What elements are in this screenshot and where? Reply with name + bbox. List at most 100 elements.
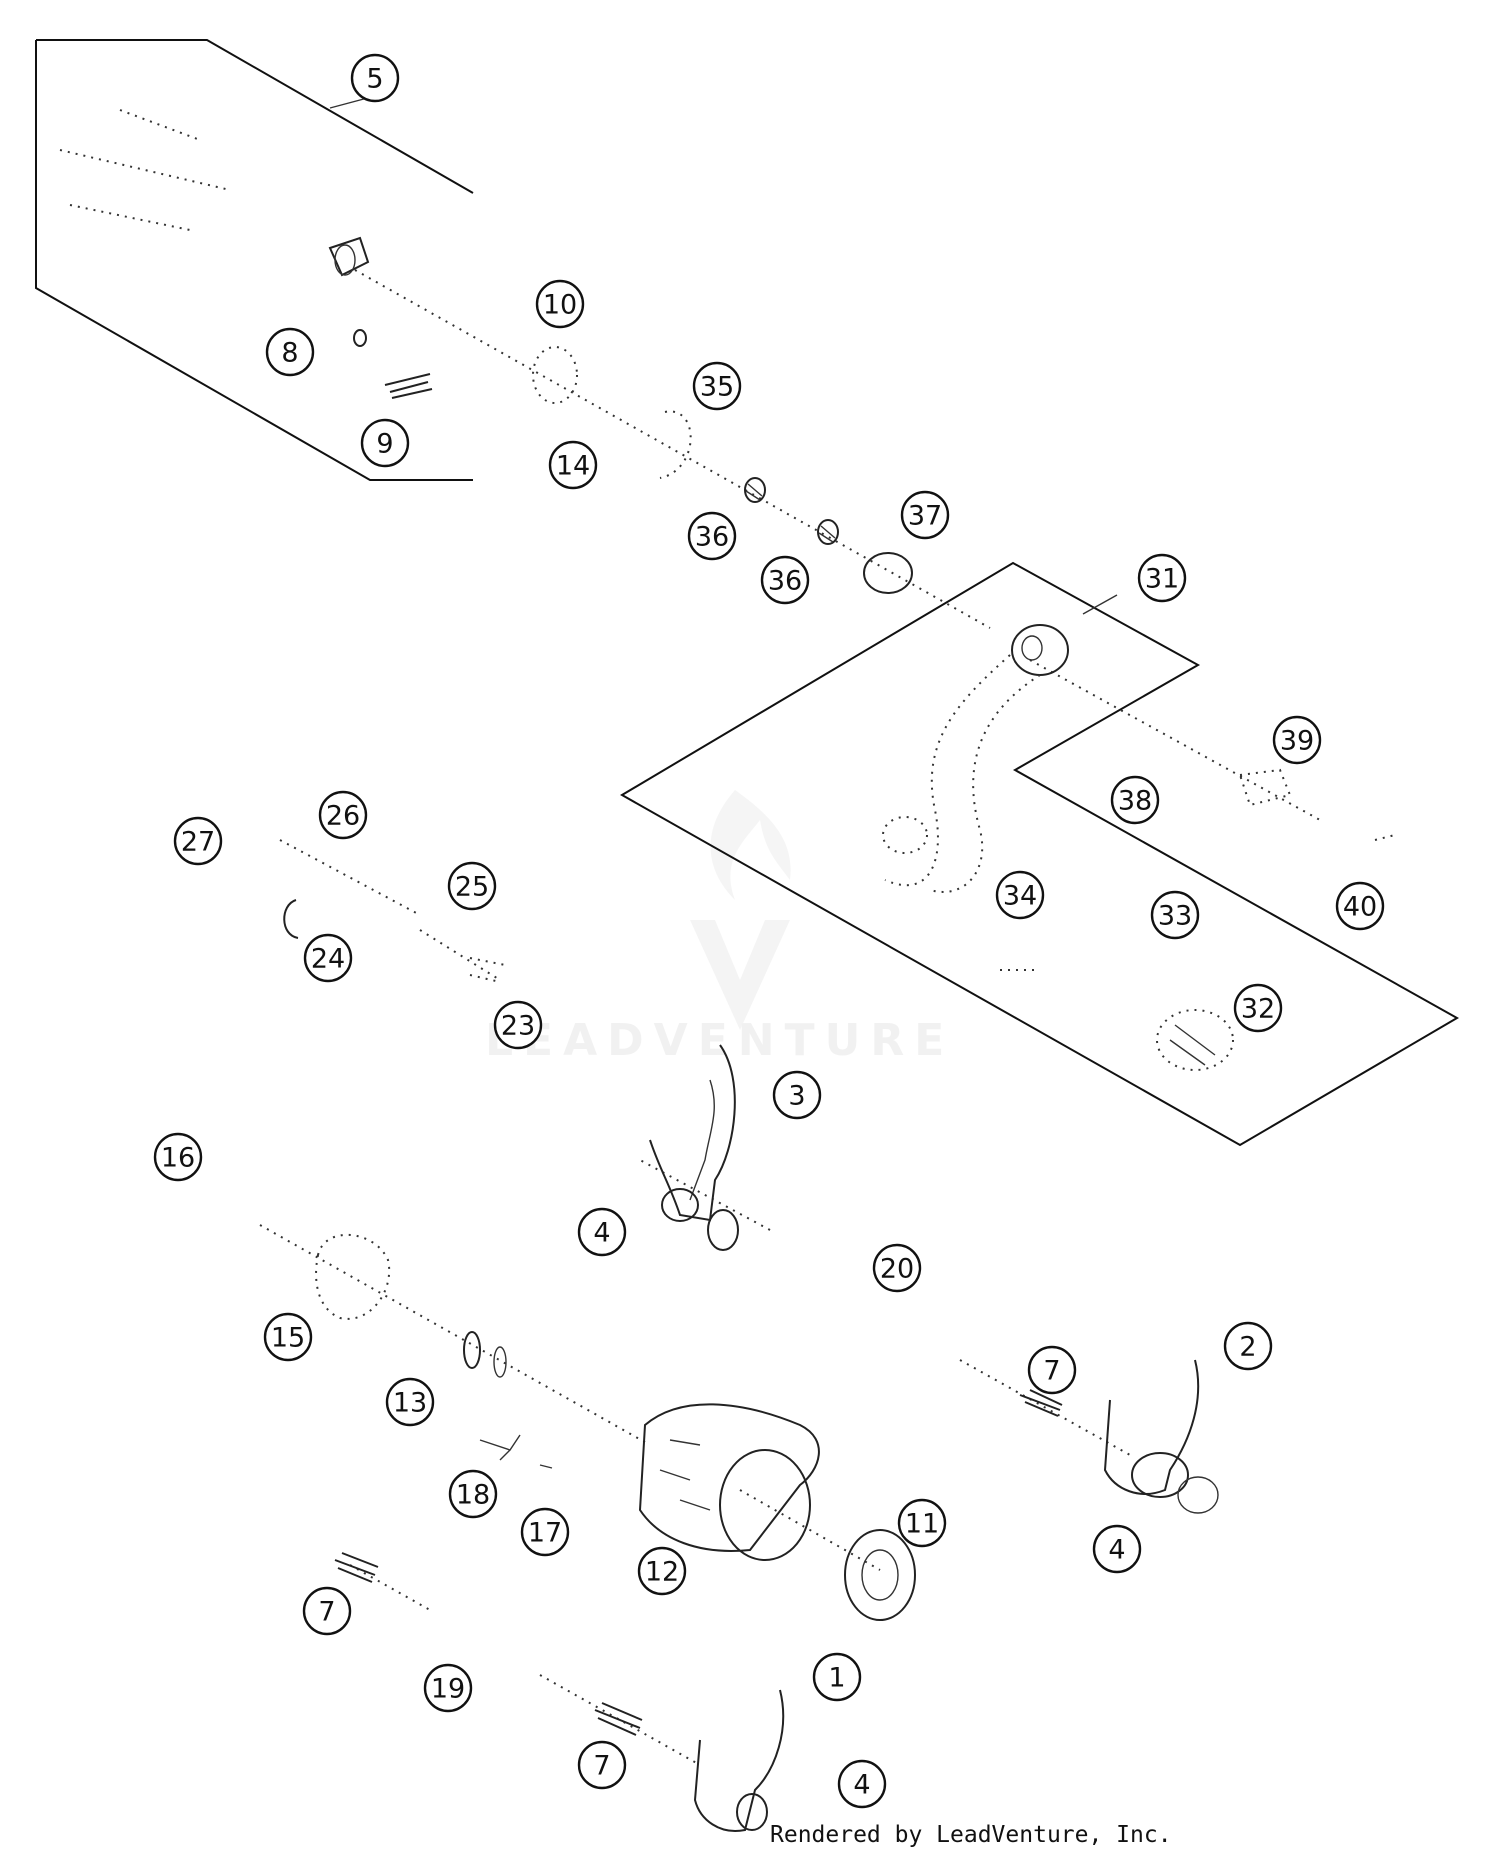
callout-7-a-label: 7 [1043,1356,1060,1387]
callout-35-label: 35 [700,372,734,403]
callout-37: 37 [900,490,950,540]
callout-33: 33 [1150,890,1200,940]
callout-4-c-label: 4 [853,1770,870,1801]
axis-lines [259,269,1321,1766]
part-2-shift-fork [1103,1359,1219,1514]
part-35-seal [659,410,692,479]
part-23-bolt [469,957,506,983]
part-18-locator [479,1434,521,1461]
callout-2: 2 [1223,1321,1273,1371]
callout-1-label: 1 [828,1663,845,1694]
callout-7-b-label: 7 [318,1597,335,1628]
callout-9: 9 [360,418,410,468]
callout-11: 11 [897,1498,947,1548]
callout-38-label: 38 [1118,786,1152,817]
callout-20-label: 20 [880,1254,914,1285]
part-7-spring-a [1019,1389,1063,1417]
callout-38: 38 [1110,775,1160,825]
callout-25-label: 25 [455,872,489,903]
callout-32: 32 [1233,983,1283,1033]
part-5-shaft-end [59,109,370,277]
callout-13: 13 [385,1377,435,1427]
callout-27-label: 27 [181,827,215,858]
credit-text: Rendered by LeadVenture, Inc. [770,1822,1172,1848]
callout-34-label: 34 [1003,881,1037,912]
assembly-frame-5 [35,39,474,481]
callout-8: 8 [265,327,315,377]
part-8-ball [353,329,367,347]
callout-31: 31 [1137,553,1187,603]
assembly-frame-31 [620,561,1460,1147]
part-1-shift-fork [693,1689,785,1832]
callout-40: 40 [1335,881,1385,931]
callout-20: 20 [872,1243,922,1293]
callout-9-label: 9 [376,429,393,460]
part-40-pin [1374,834,1396,841]
callout-14: 14 [548,440,598,490]
callout-40-label: 40 [1343,892,1377,923]
callout-13-label: 13 [393,1388,427,1419]
part-7-spring-b [334,1552,379,1583]
callout-4-a: 4 [577,1207,627,1257]
callout-12-label: 12 [645,1557,679,1588]
part-32-pedal-pad [1156,1009,1234,1071]
callout-34: 34 [995,870,1045,920]
part-37-o-ring [863,552,913,594]
callout-15: 15 [263,1312,313,1362]
callout-11-label: 11 [905,1509,939,1540]
part-11-bearing [844,1529,916,1621]
callout-36-a: 36 [687,511,737,561]
callout-17: 17 [520,1507,570,1557]
callout-35: 35 [692,361,742,411]
part-10-washer [532,346,578,404]
callout-27: 27 [173,816,223,866]
callout-36-b-label: 36 [768,566,802,597]
callout-4-a-label: 4 [593,1218,610,1249]
part-7-spring-c [594,1702,643,1736]
part-36-shim-a [744,477,766,503]
part-9-spring [384,373,433,399]
callout-23: 23 [493,1000,543,1050]
watermark-logo: LEADVENTURE [485,790,954,1066]
callout-7-a: 7 [1027,1345,1077,1395]
callout-3-label: 3 [788,1081,805,1112]
callout-10: 10 [535,279,585,329]
callout-33-label: 33 [1158,901,1192,932]
callout-19: 19 [423,1663,473,1713]
callout-15-label: 15 [271,1323,305,1354]
callout-32-label: 32 [1241,994,1275,1025]
part-13-shaft-ring [463,1331,507,1378]
watermark-text: LEADVENTURE [485,1015,954,1066]
part-24-clip [283,899,299,939]
callout-18: 18 [448,1469,498,1519]
callout-16-label: 16 [161,1143,195,1174]
callout-25: 25 [447,861,497,911]
callout-16: 16 [153,1132,203,1182]
part-31-shift-lever [882,624,1069,893]
part-12-shift-drum [638,1403,820,1561]
callout-31-label: 31 [1145,564,1179,595]
part-17-screw [539,1464,553,1469]
callout-4-c: 4 [837,1759,887,1809]
callout-4-b: 4 [1092,1524,1142,1574]
part-15-gear [315,1233,391,1320]
callout-26-label: 26 [326,801,360,832]
callout-18-label: 18 [456,1480,490,1511]
callout-4-b-label: 4 [1108,1535,1125,1566]
part-36-shim-b [817,519,839,545]
callout-23-label: 23 [501,1011,535,1042]
callout-5-label: 5 [366,64,383,95]
callout-1: 1 [812,1652,862,1702]
callout-39: 39 [1272,715,1322,765]
callout-3: 3 [772,1070,822,1120]
callout-39-label: 39 [1280,726,1314,757]
callout-36-b: 36 [760,555,810,605]
callout-19-label: 19 [431,1674,465,1705]
callout-8-label: 8 [281,338,298,369]
callout-2-label: 2 [1239,1332,1256,1363]
callout-7-c-label: 7 [593,1751,610,1782]
callout-37-label: 37 [908,501,942,532]
callout-10-label: 10 [543,290,577,321]
callout-7-c: 7 [577,1740,627,1790]
callout-17-label: 17 [528,1518,562,1549]
